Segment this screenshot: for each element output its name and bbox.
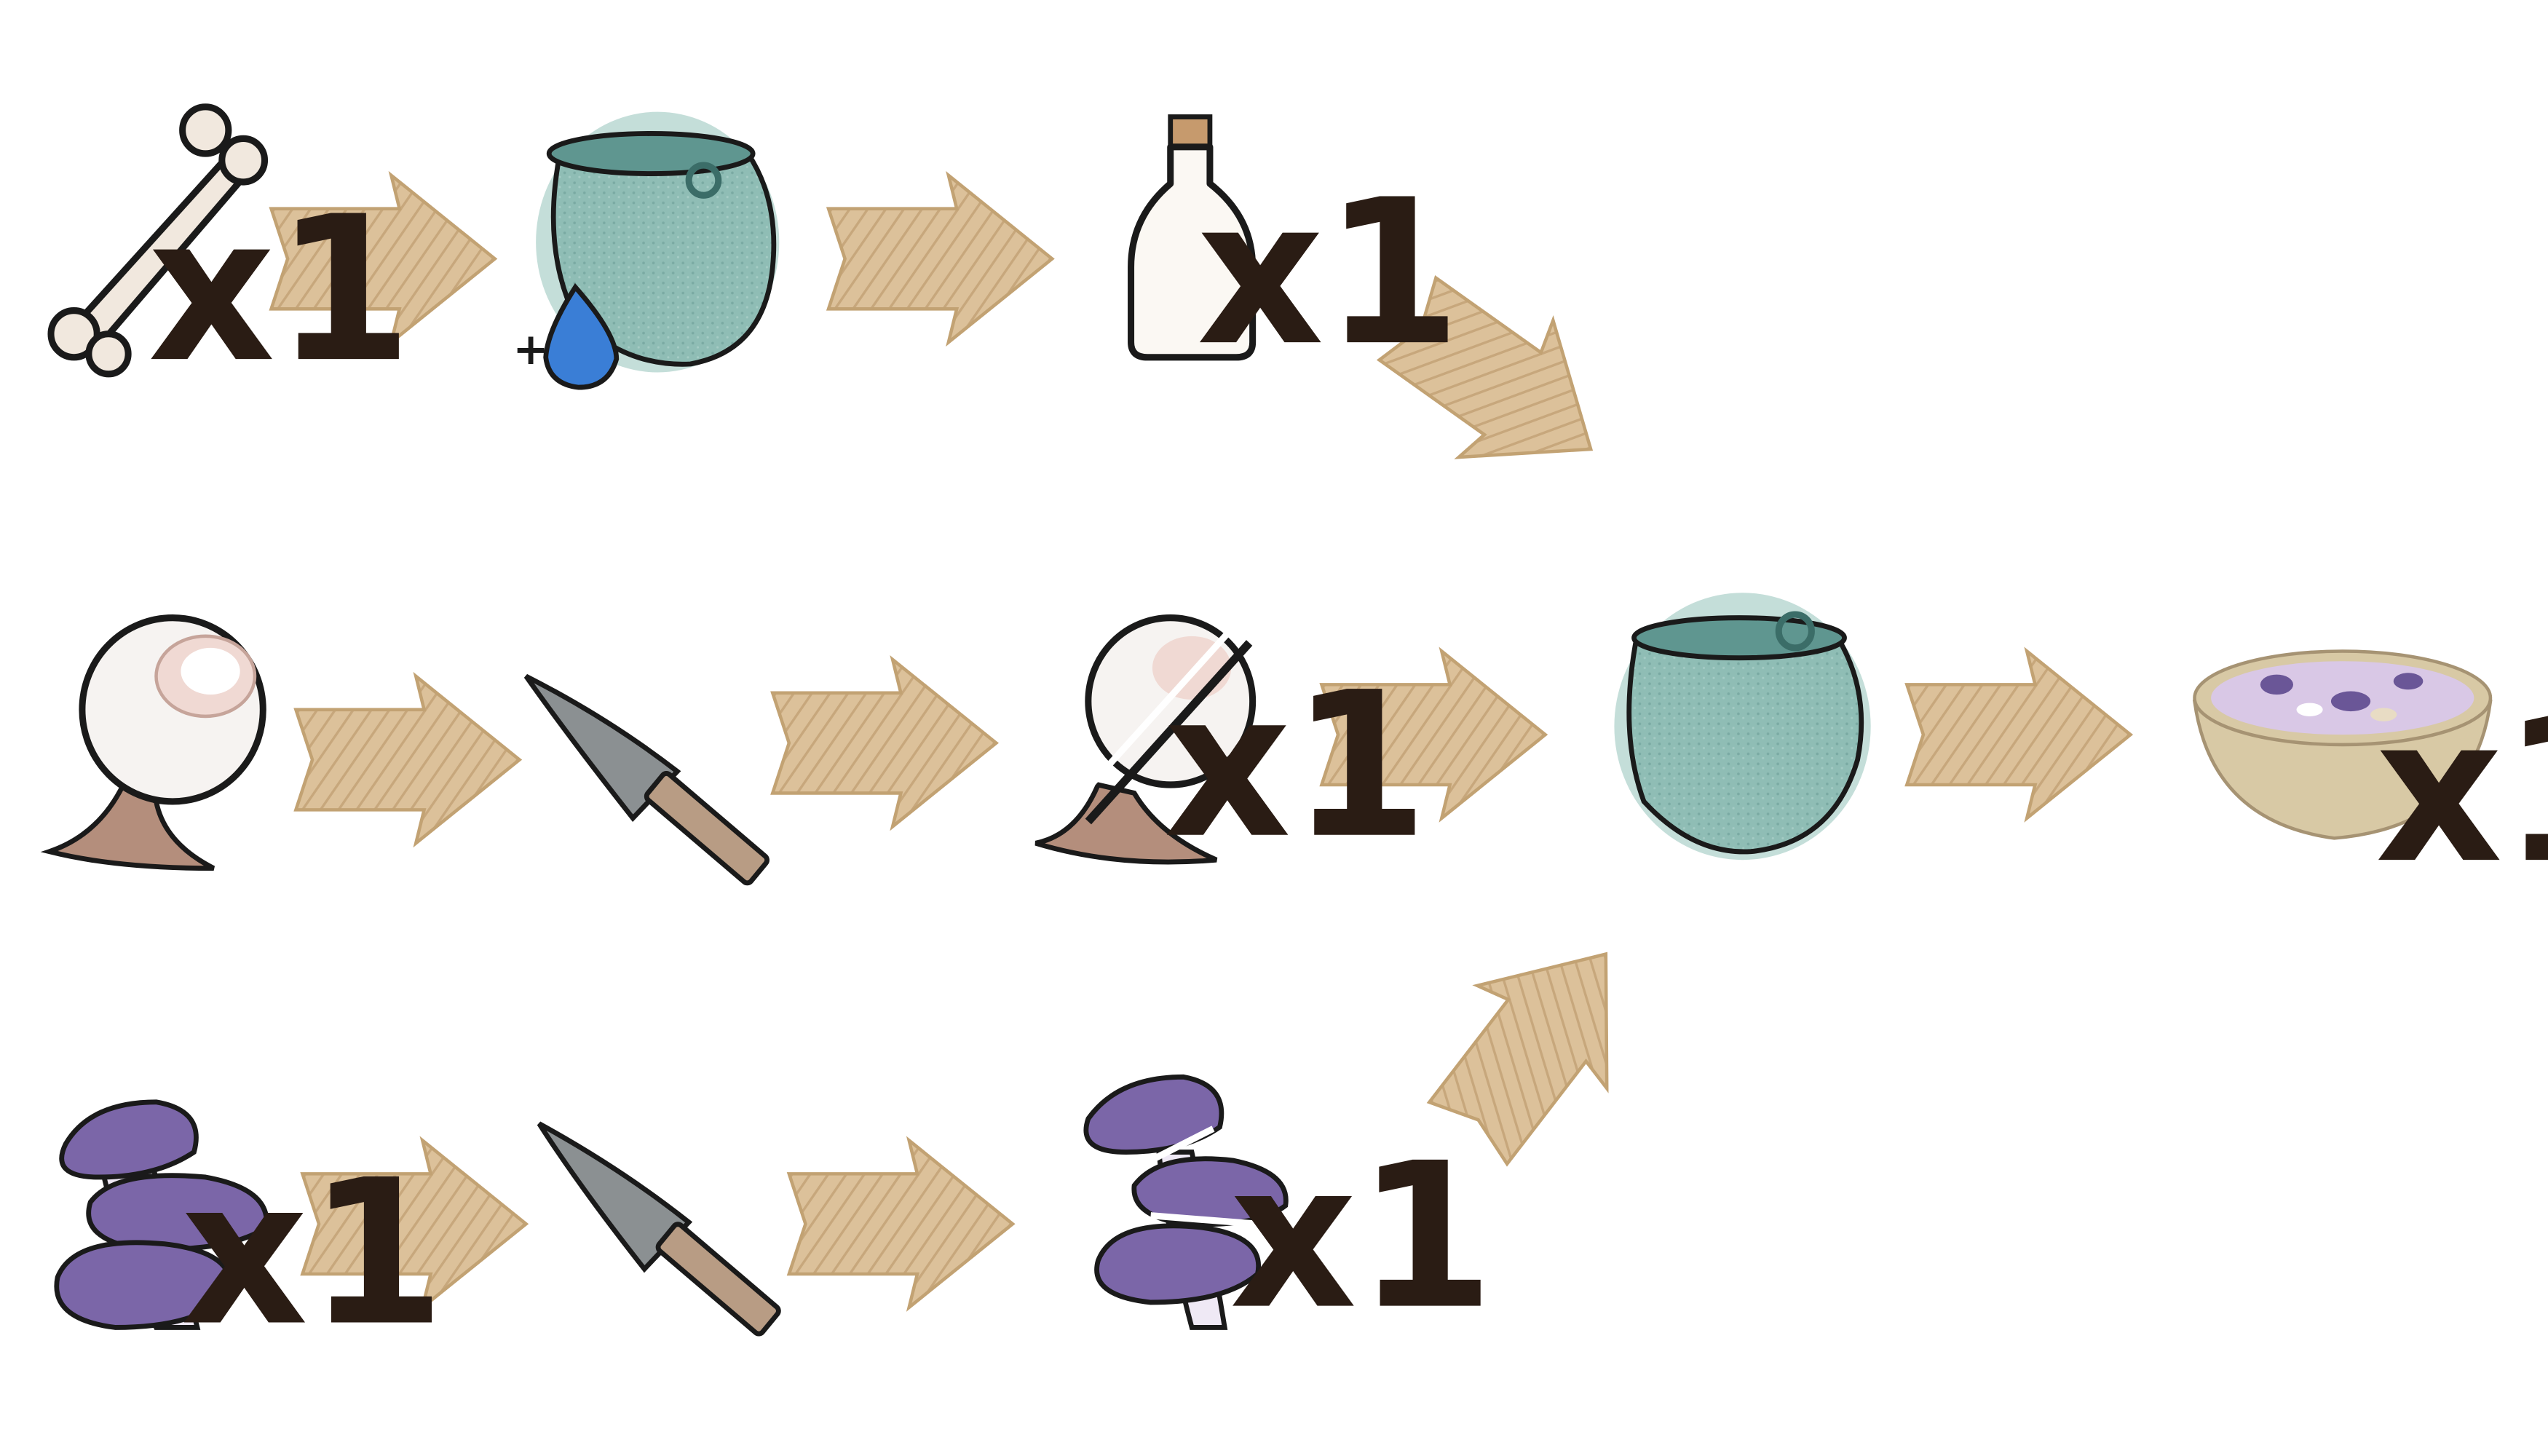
arrow-cauldron-to-stew [1907, 651, 2130, 818]
mushroom-quantity: x1 [181, 1138, 445, 1370]
bottle-quantity: x1 [1197, 157, 1461, 389]
sliced-mushroom-icon [1083, 1074, 1299, 1330]
cauldron-with-water-icon: + [513, 111, 780, 390]
sliced-eyeball-icon [1034, 614, 1257, 865]
knife-icon [523, 673, 769, 886]
bottle-icon [1128, 114, 1257, 361]
bone-icon [47, 103, 269, 378]
stew-bowl-icon [2192, 649, 2493, 840]
arrow-cauldron-to-bottle [828, 175, 1052, 342]
arrow-knife-to-sliced-eyeball [772, 660, 996, 826]
sliced-eyeball-quantity: x1 [1164, 650, 1428, 882]
stew-quantity: x1 [2375, 675, 2548, 907]
sliced-mushroom-quantity: x1 [1230, 1121, 1494, 1353]
water-plus-sign: + [513, 324, 549, 375]
mushroom-icon [54, 1099, 269, 1330]
knife-icon [537, 1121, 781, 1337]
bone-quantity: x1 [148, 174, 412, 406]
arrow-eyeball-to-knife [296, 676, 519, 843]
eyeball-icon [40, 614, 266, 871]
arrow-knife-to-sliced-mushroom [789, 1141, 1013, 1307]
cauldron-icon [1614, 593, 1871, 860]
